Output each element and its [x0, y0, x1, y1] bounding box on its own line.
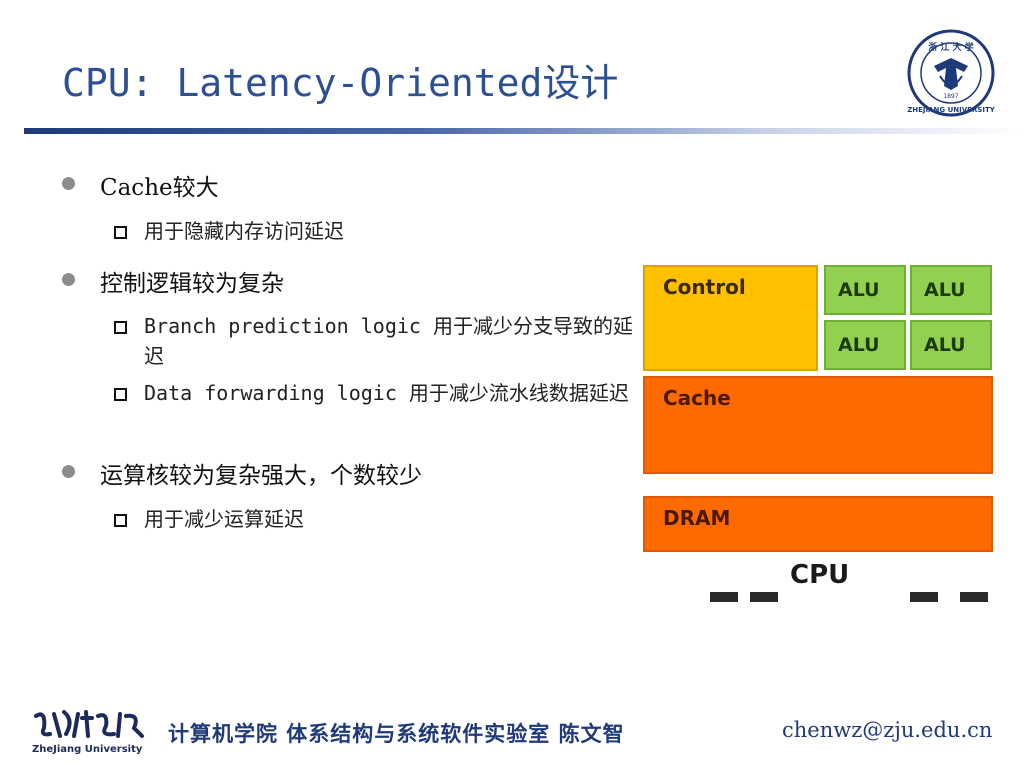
svg-text:ZHEJIANG UNIVERSITY: ZHEJIANG UNIVERSITY [907, 106, 996, 114]
footer-email: chenwz@zju.edu.cn [782, 718, 993, 742]
svg-text:ZheJiang University: ZheJiang University [32, 744, 143, 755]
alu-block: ALU [824, 320, 906, 370]
zju-seal-icon: 浙 江 大 学 1897 ZHEJIANG UNIVERSITY [907, 29, 996, 117]
title-divider [24, 128, 1024, 134]
alu-block: ALU [824, 265, 906, 315]
dram-block: DRAM [643, 496, 993, 552]
cpu-architecture-diagram: Control ALU ALU ALU ALU Cache DRAM CPU [640, 262, 1000, 602]
cpu-label: CPU [790, 560, 850, 590]
cache-block: Cache [643, 376, 993, 474]
footer: ZheJiang University 计算机学院 体系结构与系统软件实验室 陈… [0, 700, 1024, 768]
square-bullet-icon [114, 388, 127, 401]
alu-block: ALU [910, 320, 992, 370]
control-block: Control [643, 265, 818, 371]
cropped-caption [710, 592, 1000, 602]
bullet-dot-icon [62, 273, 75, 286]
bullet-dot-icon [62, 465, 75, 478]
bullet-dot-icon [62, 177, 75, 190]
square-bullet-icon [114, 226, 127, 239]
square-bullet-icon [114, 514, 127, 527]
square-bullet-icon [114, 321, 127, 334]
svg-text:1897: 1897 [943, 93, 958, 100]
zju-calligraphy-logo-icon: ZheJiang University [32, 710, 144, 755]
slide-title: CPU: Latency-Oriented设计 [62, 61, 619, 105]
alu-block: ALU [910, 265, 992, 315]
svg-text:浙 江 大 学: 浙 江 大 学 [928, 41, 973, 53]
footer-department: 计算机学院 体系结构与系统软件实验室 陈文智 [168, 722, 625, 746]
